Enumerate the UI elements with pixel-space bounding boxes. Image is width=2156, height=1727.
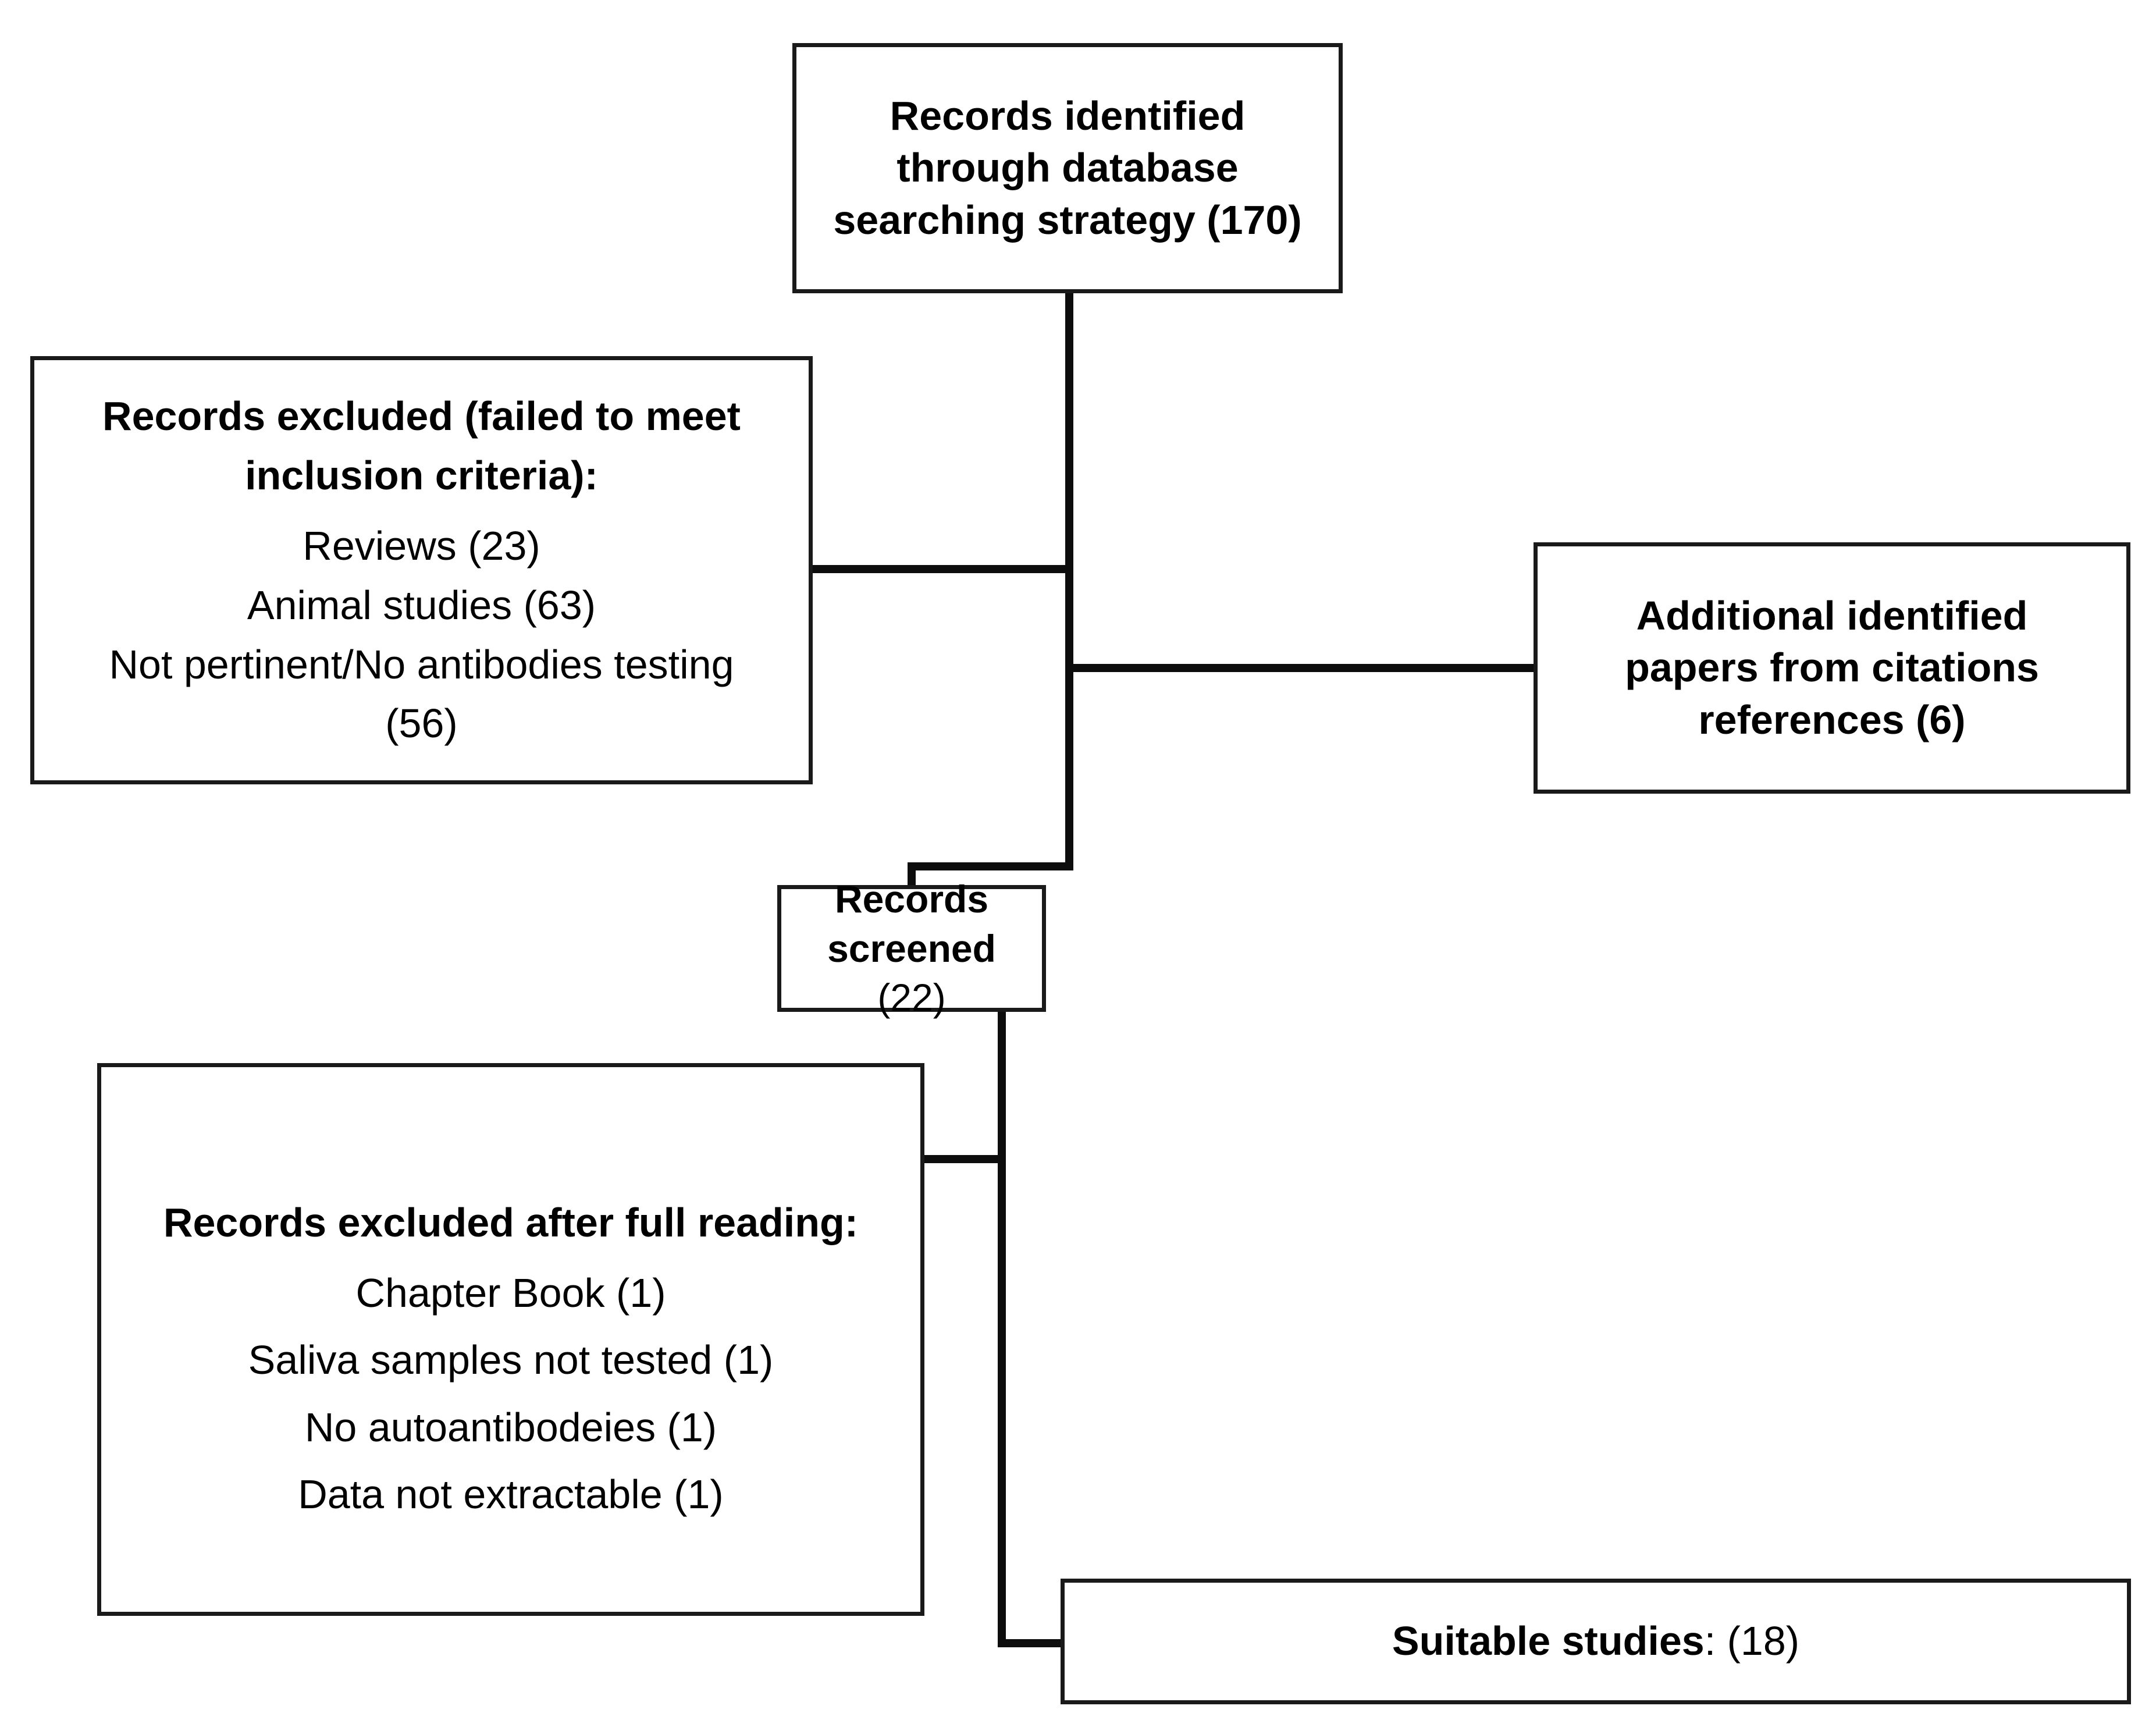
connector-jog-vertical-to-screened xyxy=(908,862,916,889)
excluded-full-item-saliva-not-tested: Saliva samples not tested (1) xyxy=(248,1337,774,1383)
node-records-identified: Records identified through database sear… xyxy=(792,43,1343,293)
additional-papers-line-3: references (6) xyxy=(1698,697,1966,742)
excluded-initial-item-not-pertinent-count: (56) xyxy=(385,701,458,747)
excluded-full-item-no-autoantibodies: No autoantibodeies (1) xyxy=(304,1404,717,1450)
connector-to-excluded-full-reading xyxy=(920,1155,1006,1163)
records-identified-line-1: Records identified xyxy=(890,93,1246,138)
records-screened-heading: Records screened xyxy=(827,877,996,970)
suitable-studies-heading: Suitable studies xyxy=(1392,1618,1705,1664)
excluded-initial-item-not-pertinent: Not pertinent/No antibodies testing xyxy=(109,641,734,687)
connector-screened-to-suitable-trunk xyxy=(998,1012,1006,1647)
connector-identified-to-screened-trunk xyxy=(1065,293,1073,866)
records-screened-count: (22) xyxy=(877,976,946,1019)
excluded-initial-heading-line-2: inclusion criteria): xyxy=(245,452,598,498)
connector-to-additional-papers xyxy=(1065,664,1538,672)
connector-to-excluded-initial xyxy=(809,565,1069,573)
node-additional-identified-papers: Additional identified papers from citati… xyxy=(1534,542,2130,794)
node-records-excluded-full-reading: Records excluded after full reading: Cha… xyxy=(97,1063,924,1616)
excluded-initial-heading-line-1: Records excluded (failed to meet xyxy=(102,393,741,439)
additional-papers-line-2: papers from citations xyxy=(1625,645,2039,691)
records-identified-line-2: through database xyxy=(896,145,1239,191)
excluded-full-item-chapter-book: Chapter Book (1) xyxy=(355,1270,666,1316)
node-suitable-studies: Suitable studies: (18) xyxy=(1061,1579,2131,1704)
node-records-excluded-initial: Records excluded (failed to meet inclusi… xyxy=(30,356,813,784)
connector-to-suitable-studies xyxy=(998,1639,1066,1647)
suitable-studies-count: : (18) xyxy=(1704,1618,1800,1664)
additional-papers-line-1: Additional identified xyxy=(1636,592,2028,638)
excluded-initial-item-animal-studies: Animal studies (63) xyxy=(247,582,596,628)
suitable-studies-text: Suitable studies: (18) xyxy=(1065,1615,2127,1668)
excluded-full-item-data-not-extractable: Data not extractable (1) xyxy=(298,1472,724,1518)
records-identified-line-3: searching strategy (170) xyxy=(833,197,1302,243)
excluded-initial-item-reviews: Reviews (23) xyxy=(303,523,540,569)
node-records-screened: Records screened (22) xyxy=(777,877,1046,1019)
excluded-full-heading: Records excluded after full reading: xyxy=(163,1200,859,1245)
connector-jog-horizontal-to-screened xyxy=(908,862,1073,870)
